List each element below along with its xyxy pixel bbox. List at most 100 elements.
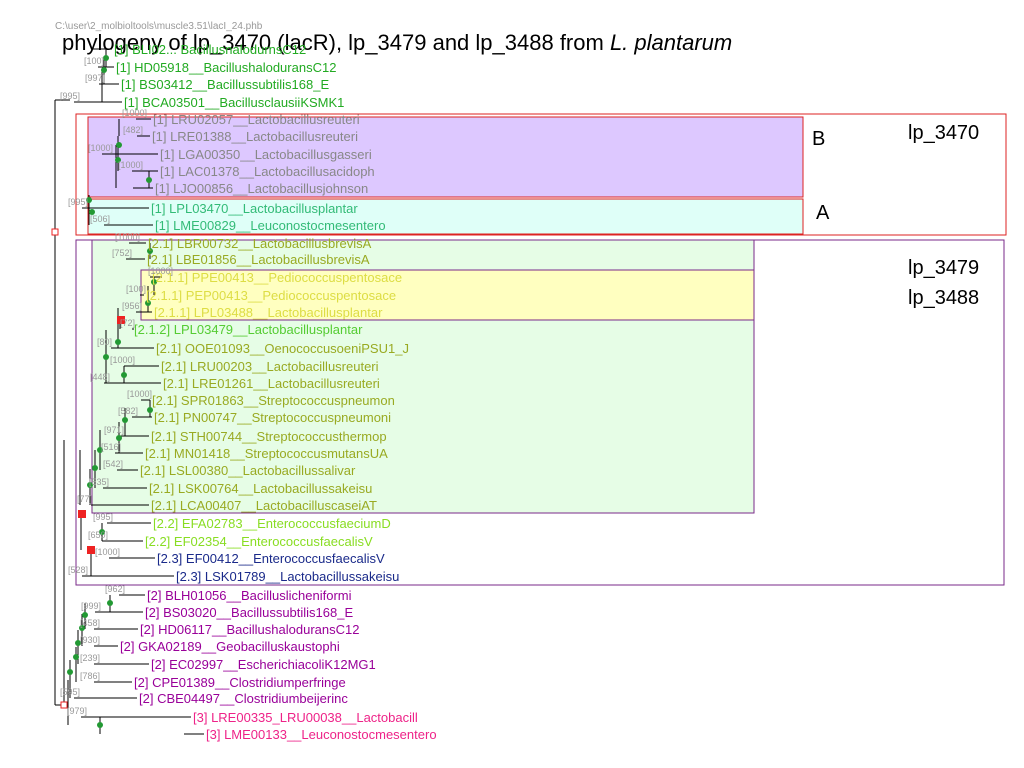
taxon-labels: [1] BLI02... BacillusnalodurnsC12 [1] HD0… — [60, 42, 437, 742]
taxon-label: [2.1] OOE01093__OenococcusoeniPSU1_J — [156, 341, 409, 356]
node-marker — [89, 209, 95, 215]
bootstrap-value: [100] — [84, 56, 104, 66]
bootstrap-value: [542] — [103, 459, 123, 469]
box-B — [87, 116, 804, 198]
node-marker — [115, 339, 121, 345]
taxon-label: [3] LME00133__Leuconostocmesentero — [206, 727, 437, 742]
box-lp3470 — [75, 113, 1007, 236]
bootstrap-value: [1000] — [110, 355, 135, 365]
title-main: phylogeny of lp_3470 (lacR), lp_3479 and… — [62, 30, 610, 55]
taxon-label: [2.1.2] LPL03479__Lactobacillusplantar — [134, 322, 363, 337]
bootstrap-value: [979] — [67, 706, 87, 716]
bootstrap-value: [997] — [85, 73, 105, 83]
taxon-label: [2.3] EF00412__EnterococcusfaecalisV — [157, 551, 385, 566]
node-marker — [87, 482, 93, 488]
node-marker — [82, 612, 88, 618]
root-marker — [60, 701, 68, 709]
node-marker — [79, 625, 85, 631]
node-marker — [103, 354, 109, 360]
node-marker — [73, 654, 79, 660]
taxon-label: [2] HD06117__BacillushaloduransC12 — [140, 622, 359, 637]
taxon-label: [2.3] LSK01789__Lactobacillussakeisu — [176, 569, 399, 584]
node-marker — [147, 248, 153, 254]
bootstrap-value: [448] — [90, 372, 110, 382]
bootstrap-value: [930] — [80, 635, 100, 645]
node-marker — [99, 529, 105, 535]
bootstrap-value: [77] — [77, 494, 92, 504]
label-A: A — [816, 202, 830, 224]
taxon-label: [2.1.1] PEP00413__Pediococcuspentosace — [146, 288, 396, 303]
label-B: B — [812, 128, 826, 150]
node-marker — [116, 435, 122, 441]
node-marker — [101, 67, 107, 73]
bootstrap-value: [72] — [120, 318, 135, 328]
bootstrap-value: [239] — [80, 653, 100, 663]
taxon-label: [2.1] SPR01863__Streptococcuspneumon — [152, 393, 395, 408]
red-node-marker — [117, 316, 125, 324]
figure-title: phylogeny of lp_3470 (lacR), lp_3479 and… — [62, 30, 732, 56]
taxon-label: [2.1.1] LPL03488__Lactobacillusplantar — [154, 305, 383, 320]
bootstrap-value: [506] — [90, 214, 110, 224]
bootstrap-value: [995] — [93, 512, 113, 522]
node-marker — [151, 279, 157, 285]
taxon-label: [2.1] LCA00407__LactobacilluscaseiAT — [151, 498, 377, 513]
taxon-label: [1] BCA03501__BacillusclausiiKSMK1 — [124, 95, 344, 110]
taxon-label: [3] LRE00335_LRU00038__Lactobacill — [193, 710, 418, 725]
label-lp3479: lp_3479 — [908, 257, 980, 279]
taxon-label: [2.1] LBE01856__LactobacillusbrevisA — [147, 252, 370, 267]
bootstrap-value: [786] — [80, 671, 100, 681]
taxon-label: [1] LPL03470__Lactobacillusplantar — [151, 201, 358, 216]
taxon-label: [1] LGA00350__Lactobacillusgasseri — [160, 147, 372, 162]
bootstrap-value: [1000] — [115, 232, 140, 242]
taxon-label: [2] GKA02189__Geobacilluskaustophi — [120, 639, 340, 654]
bootstrap-value: [995] — [60, 91, 80, 101]
bootstrap-value: [1000] — [118, 160, 143, 170]
taxon-label: [1] LRE01388__Lactobacillusreuteri — [152, 129, 358, 144]
bootstrap-value: [535] — [89, 477, 109, 487]
taxon-label: [1] BLI02... BacillusnalodurnsC12 — [114, 42, 306, 57]
node-marker — [122, 417, 128, 423]
taxon-label: [2] EC02997__EscherichiacoliK12MG1 — [151, 657, 376, 672]
node-marker — [146, 177, 152, 183]
taxon-label: [1] HD05918__BacillushaloduransC12 — [116, 60, 336, 75]
taxon-label: [2.1] LBR00732__LactobacillusbrevisA — [148, 236, 372, 251]
node-marker — [121, 372, 127, 378]
taxon-label: [2.2] EF02354__EnterococcusfaecalisV — [145, 534, 373, 549]
taxon-label: [2] BS03020__Bacillussubtilis168_E — [145, 605, 353, 620]
bootstrap-value: [962] — [105, 584, 125, 594]
bootstrap-value: [595] — [60, 687, 80, 697]
taxon-label: [2.2] EFA02783__EnterococcusfaeciumD — [153, 516, 391, 531]
bootstrap-value: [956] — [122, 301, 142, 311]
node-marker — [75, 640, 81, 646]
taxon-label: [1] LJO00856__Lactobacillusjohnson — [155, 181, 368, 196]
box-A — [87, 198, 804, 235]
bootstrap-value: [582] — [118, 406, 138, 416]
red-node-marker — [78, 510, 86, 518]
node-marker — [147, 407, 153, 413]
node-marker — [86, 197, 92, 203]
taxon-label: [2.1] LSL00380__Lactobacillussalivar — [140, 463, 356, 478]
label-lp3470: lp_3470 — [908, 122, 980, 144]
red-node-marker — [87, 546, 95, 554]
bootstrap-value: [1000] — [127, 389, 152, 399]
title-species: L. plantarum — [609, 30, 733, 55]
node-marker — [116, 142, 122, 148]
node-marker — [67, 669, 73, 675]
bootstrap-value: [1000] — [122, 108, 147, 118]
taxon-label: [1] LRU02057__Lactobacillusreuteri — [153, 112, 360, 127]
taxon-label: [2.1] LSK00764__Lactobacillussakeisu — [149, 481, 372, 496]
bootstrap-value: [1000] — [88, 143, 113, 153]
bootstrap-value: [100] — [126, 284, 146, 294]
box-lp3488 — [140, 269, 755, 321]
node-marker — [92, 465, 98, 471]
bootstrap-value: [971] — [104, 425, 124, 435]
bootstrap-value: [1000] — [148, 266, 173, 276]
bootstrap-value: [999] — [81, 601, 101, 611]
taxon-label: [2.1] PN00747__Streptococcuspneumoni — [154, 410, 391, 425]
taxon-label: [1] LAC01378__Lactobacillusacidoph — [160, 164, 375, 179]
taxon-label: [2] CPE01389__Clostridiumperfringe — [134, 675, 346, 690]
bootstrap-value: [995] — [68, 197, 88, 207]
bootstrap-value: [650] — [88, 530, 108, 540]
taxon-label: [1] BS03412__Bacillussubtilis168_E — [121, 77, 329, 92]
node-marker — [145, 300, 151, 306]
